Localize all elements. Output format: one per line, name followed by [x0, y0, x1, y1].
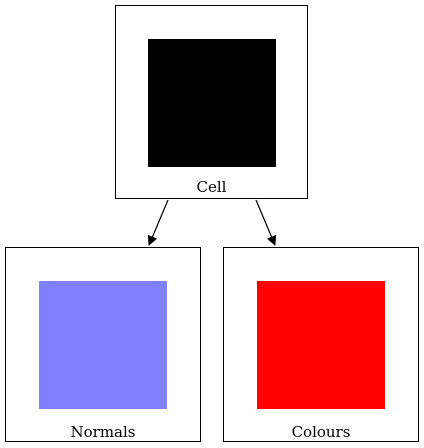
- edge-cell-to-normals: [147, 199, 169, 246]
- cell-label: Cell: [196, 178, 227, 196]
- node-cell: Cell: [115, 5, 308, 199]
- colours-label: Colours: [291, 423, 351, 441]
- cell-swatch: [148, 39, 276, 167]
- node-normals: Normals: [5, 247, 201, 442]
- edge-cell-to-colours: [255, 199, 277, 246]
- normals-label: Normals: [70, 423, 136, 441]
- normals-swatch: [39, 281, 167, 409]
- colours-swatch: [257, 281, 385, 409]
- node-colours: Colours: [223, 247, 419, 442]
